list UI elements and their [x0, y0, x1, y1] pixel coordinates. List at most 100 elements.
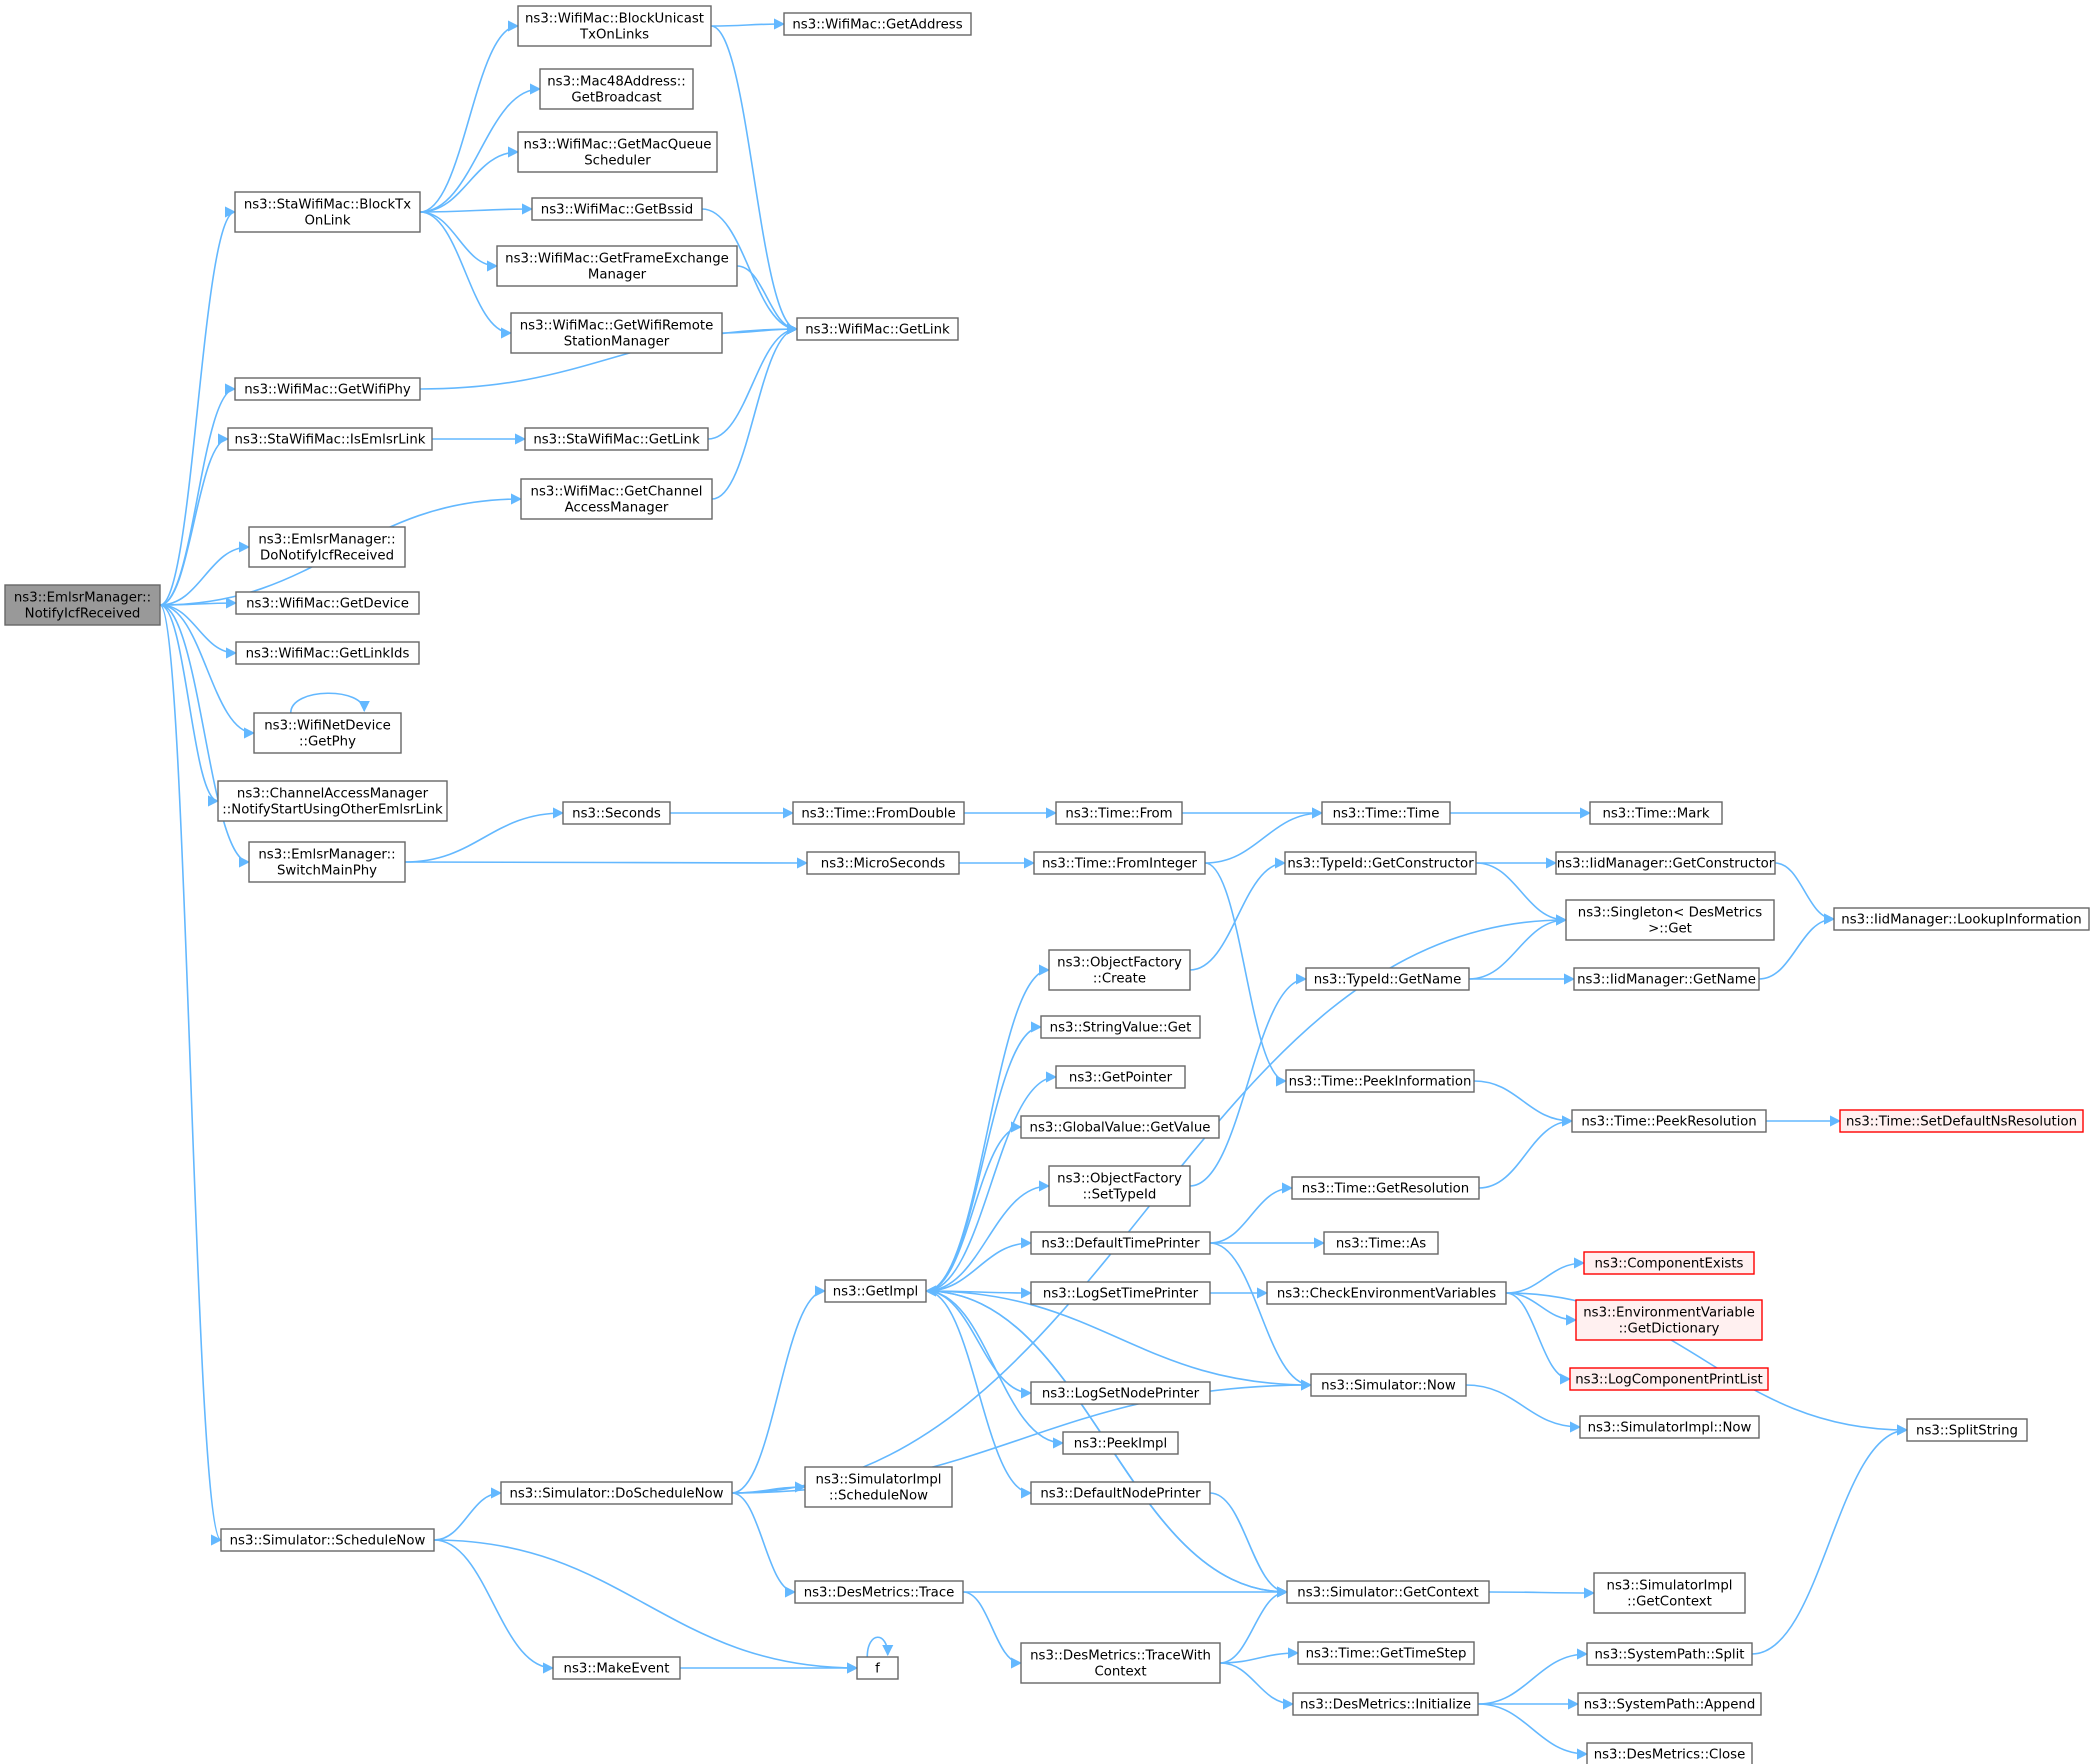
- node-getWifiPhy[interactable]: ns3::WifiMac::GetWifiPhy: [234, 377, 421, 401]
- node-setDefaultNsRes[interactable]: ns3::Time::SetDefaultNsResolution: [1839, 1109, 2084, 1133]
- node-getBssid[interactable]: ns3::WifiMac::GetBssid: [531, 197, 703, 221]
- node-simGetCtx[interactable]: ns3::Simulator::GetContext: [1286, 1580, 1490, 1604]
- node-label: ns3::ObjectFactory: [1057, 1172, 1182, 1187]
- node-peekInfo[interactable]: ns3::Time::PeekInformation: [1285, 1069, 1475, 1093]
- edge-blockTxOnLink-to-blockUnicast: [419, 20, 520, 213]
- node-compExists[interactable]: ns3::ComponentExists: [1583, 1251, 1755, 1275]
- node-defTimePrinter[interactable]: ns3::DefaultTimePrinter: [1030, 1231, 1211, 1255]
- node-scheduleNow[interactable]: ns3::Simulator::ScheduleNow: [220, 1528, 435, 1552]
- node-getLinkIds[interactable]: ns3::WifiMac::GetLinkIds: [235, 641, 420, 665]
- node-implGetCtx[interactable]: ns3::SimulatorImpl::GetContext: [1593, 1572, 1746, 1614]
- node-getRsm[interactable]: ns3::WifiMac::GetWifiRemoteStationManage…: [510, 312, 723, 354]
- node-switchMainPhy[interactable]: ns3::EmlsrManager::SwitchMainPhy: [248, 841, 406, 883]
- edge-scheduleNow-to-makeEvent: [433, 1539, 555, 1674]
- edge-fromInteger-to-timeTime: [1204, 807, 1324, 864]
- node-f[interactable]: f: [856, 1656, 899, 1680]
- node-desTrace[interactable]: ns3::DesMetrics::Trace: [794, 1580, 964, 1604]
- node-tidGetCtor[interactable]: ns3::TypeId::GetConstructor: [1284, 851, 1477, 875]
- node-doNotifyIcf[interactable]: ns3::EmlsrManager::DoNotifyIcfReceived: [248, 526, 406, 568]
- node-logSetNodePrinter[interactable]: ns3::LogSetNodePrinter: [1030, 1381, 1211, 1405]
- node-label: ns3::TypeId::GetConstructor: [1287, 857, 1474, 872]
- node-desClose[interactable]: ns3::DesMetrics::Close: [1586, 1742, 1753, 1764]
- node-getAddress[interactable]: ns3::WifiMac::GetAddress: [783, 12, 972, 36]
- node-box: [4, 584, 161, 626]
- node-label: ns3::DesMetrics::Close: [1594, 1748, 1746, 1763]
- node-getTimeStep[interactable]: ns3::Time::GetTimeStep: [1297, 1641, 1475, 1665]
- node-label: ns3::WifiMac::BlockUnicast: [525, 12, 704, 27]
- node-peekImpl[interactable]: ns3::PeekImpl: [1062, 1431, 1179, 1455]
- node-box: [1030, 1281, 1211, 1305]
- node-seconds[interactable]: ns3::Seconds: [562, 801, 671, 825]
- node-timeTime[interactable]: ns3::Time::Time: [1321, 801, 1451, 825]
- node-implScheduleNow[interactable]: ns3::SimulatorImpl::ScheduleNow: [804, 1466, 953, 1508]
- node-ofSetTypeId[interactable]: ns3::ObjectFactory::SetTypeId: [1048, 1165, 1191, 1207]
- node-simNow[interactable]: ns3::Simulator::Now: [1310, 1373, 1467, 1397]
- node-makeEvent[interactable]: ns3::MakeEvent: [552, 1656, 681, 1680]
- node-fromInteger[interactable]: ns3::Time::FromInteger: [1033, 851, 1206, 875]
- node-desInit[interactable]: ns3::DesMetrics::Initialize: [1292, 1692, 1479, 1716]
- node-root[interactable]: ns3::EmlsrManager::NotifyIcfReceived: [4, 584, 161, 626]
- node-getBroadcast[interactable]: ns3::Mac48Address::GetBroadcast: [539, 68, 694, 110]
- node-splitString[interactable]: ns3::SplitString: [1906, 1418, 2028, 1442]
- node-label: ns3::Time::As: [1336, 1237, 1426, 1252]
- node-ofCreate[interactable]: ns3::ObjectFactory::Create: [1048, 949, 1191, 991]
- node-label: ns3::LogSetTimePrinter: [1043, 1287, 1199, 1302]
- node-label: ns3::Time::FromDouble: [801, 807, 955, 822]
- node-box: [1266, 1281, 1507, 1305]
- edge-f-to-f: [866, 1636, 894, 1658]
- node-fromDouble[interactable]: ns3::Time::FromDouble: [792, 801, 965, 825]
- node-spAppend[interactable]: ns3::SystemPath::Append: [1577, 1692, 1762, 1716]
- node-label: ns3::WifiMac::GetAddress: [792, 18, 962, 33]
- node-iidGetName[interactable]: ns3::IidManager::GetName: [1573, 967, 1760, 991]
- node-timeMark[interactable]: ns3::Time::Mark: [1589, 801, 1723, 825]
- edge-root-to-switchMainPhy: [159, 604, 251, 868]
- node-label: ns3::Simulator::GetContext: [1297, 1586, 1478, 1601]
- node-label: Scheduler: [584, 154, 651, 169]
- node-implNow[interactable]: ns3::SimulatorImpl::Now: [1579, 1415, 1760, 1439]
- edge-switchMainPhy-to-microSeconds: [404, 857, 809, 869]
- node-microSeconds[interactable]: ns3::MicroSeconds: [806, 851, 960, 875]
- node-iidLookup[interactable]: ns3::IidManager::LookupInformation: [1833, 907, 2090, 931]
- node-defNodePrinter[interactable]: ns3::DefaultNodePrinter: [1030, 1481, 1211, 1505]
- node-gvGetValue[interactable]: ns3::GlobalValue::GetValue: [1020, 1115, 1220, 1139]
- node-envGetDict[interactable]: ns3::EnvironmentVariable::GetDictionary: [1575, 1299, 1763, 1341]
- node-getPointer[interactable]: ns3::GetPointer: [1055, 1065, 1186, 1089]
- node-getLink[interactable]: ns3::WifiMac::GetLink: [796, 317, 959, 341]
- node-logCompPrint[interactable]: ns3::LogComponentPrintList: [1569, 1367, 1769, 1391]
- node-getImpl[interactable]: ns3::GetImpl: [824, 1279, 927, 1303]
- edge-getResolution-to-peekResolution: [1478, 1115, 1574, 1189]
- edge-netDevGetPhy-to-netDevGetPhy: [289, 692, 370, 714]
- node-iidGetCtor[interactable]: ns3::IidManager::GetConstructor: [1555, 851, 1776, 875]
- node-peekResolution[interactable]: ns3::Time::PeekResolution: [1571, 1109, 1767, 1133]
- node-label: ns3::GetPointer: [1069, 1071, 1173, 1086]
- node-label: AccessManager: [565, 501, 669, 516]
- node-getDevice[interactable]: ns3::WifiMac::GetDevice: [235, 591, 420, 615]
- edge-iidGetName-to-iidLookup: [1758, 913, 1836, 980]
- node-box: [531, 197, 703, 221]
- node-label: ns3::WifiMac::GetFrameExchange: [505, 252, 729, 267]
- node-isEmlsrLink[interactable]: ns3::StaWifiMac::IsEmlsrLink: [227, 427, 433, 451]
- node-label: ns3::WifiMac::GetDevice: [246, 597, 409, 612]
- node-spSplit[interactable]: ns3::SystemPath::Split: [1586, 1642, 1753, 1666]
- node-logSetTimePrinter[interactable]: ns3::LogSetTimePrinter: [1030, 1281, 1211, 1305]
- node-getResolution[interactable]: ns3::Time::GetResolution: [1291, 1176, 1480, 1200]
- node-staGetLink[interactable]: ns3::StaWifiMac::GetLink: [524, 427, 709, 451]
- node-label: ns3::Time::PeekInformation: [1289, 1075, 1472, 1090]
- node-singletonGet[interactable]: ns3::Singleton< DesMetrics>::Get: [1565, 899, 1775, 941]
- node-tidGetName[interactable]: ns3::TypeId::GetName: [1305, 967, 1470, 991]
- node-svGet[interactable]: ns3::StringValue::Get: [1040, 1015, 1201, 1039]
- node-notifyStartOther[interactable]: ns3::ChannelAccessManager::NotifyStartUs…: [217, 780, 448, 822]
- node-doScheduleNow[interactable]: ns3::Simulator::DoScheduleNow: [500, 1481, 733, 1505]
- node-box: [1284, 851, 1477, 875]
- node-checkEnv[interactable]: ns3::CheckEnvironmentVariables: [1266, 1281, 1507, 1305]
- node-timeAs[interactable]: ns3::Time::As: [1323, 1231, 1439, 1255]
- edge-getImpl-to-gvGetValue: [925, 1121, 1023, 1292]
- node-timeFrom[interactable]: ns3::Time::From: [1055, 801, 1183, 825]
- node-netDevGetPhy[interactable]: ns3::WifiNetDevice::GetPhy: [253, 712, 402, 754]
